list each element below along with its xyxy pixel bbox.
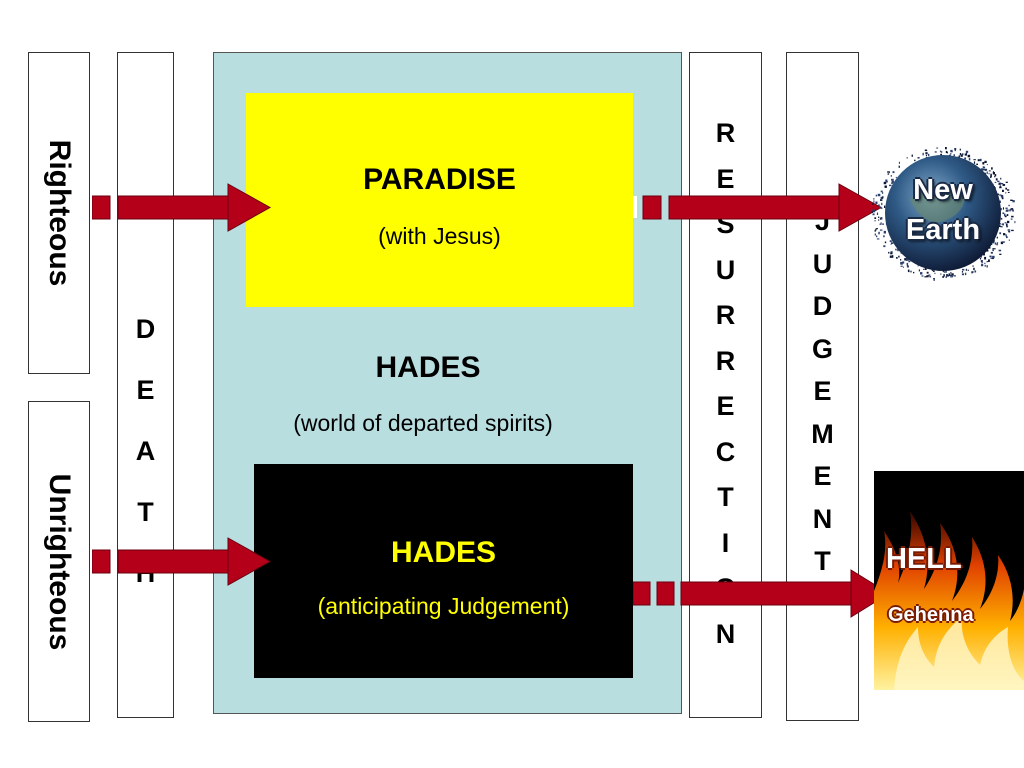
- judgement-letter: M: [811, 418, 834, 449]
- judgement-letter: E: [813, 461, 832, 491]
- hades-title: HADES: [375, 351, 481, 384]
- judgement-letter: T: [814, 546, 831, 576]
- paradise-title: PARADISE: [363, 163, 516, 196]
- paradise-new-earth-arrow: [633, 182, 883, 232]
- hell-title: HELL: [886, 543, 962, 575]
- righteous-label: Righteous: [43, 139, 76, 287]
- resurrection-letter: U: [715, 254, 736, 285]
- righteous-box: Righteous: [28, 52, 90, 374]
- earth-globe-icon: New Earth: [862, 140, 1024, 286]
- hades-lower-subtitle: (anticipating Judgement): [317, 593, 570, 619]
- death-label: DEATH: [118, 299, 173, 604]
- resurrection-letter: E: [716, 163, 735, 194]
- death-letter: T: [137, 497, 154, 527]
- righteous-death-arrow: [92, 182, 272, 232]
- resurrection-letter: C: [715, 436, 736, 467]
- resurrection-box: RESURRECTION: [689, 52, 762, 718]
- hell-box: HELL Gehenna: [874, 471, 1024, 690]
- resurrection-letter: E: [716, 391, 735, 421]
- new-earth-line1: New: [913, 174, 973, 206]
- resurrection-letter: T: [717, 482, 734, 512]
- resurrection-letter: I: [721, 527, 730, 558]
- death-letter: E: [136, 375, 155, 405]
- unrighteous-death-arrow: [92, 536, 272, 586]
- resurrection-letter: N: [715, 618, 736, 649]
- unrighteous-label: Unrighteous: [43, 473, 76, 650]
- hades-subtitle: (world of departed spirits): [293, 410, 553, 436]
- death-letter: D: [135, 314, 156, 344]
- new-earth-line2: Earth: [905, 214, 981, 246]
- paradise-subtitle: (with Jesus): [378, 223, 501, 249]
- resurrection-letter: R: [715, 118, 736, 148]
- judgement-letter: E: [813, 376, 832, 406]
- death-box: DEATH: [117, 52, 174, 718]
- resurrection-letter: R: [715, 345, 736, 376]
- hell-subtitle: Gehenna: [888, 604, 974, 626]
- unrighteous-box: Unrighteous: [28, 401, 90, 722]
- hades-hell-arrow: [633, 569, 893, 619]
- judgement-letter: G: [811, 333, 833, 364]
- hades-lower-title: HADES: [390, 536, 496, 569]
- judgement-letter: N: [812, 503, 833, 534]
- paradise-box: PARADISE (with Jesus): [246, 93, 633, 307]
- death-letter: A: [135, 436, 156, 466]
- fire-icon: [874, 511, 1024, 690]
- resurrection-letter: R: [715, 300, 736, 330]
- judgement-letter: D: [812, 291, 833, 321]
- judgement-letter: U: [812, 248, 833, 279]
- hades-lower-box: HADES (anticipating Judgement): [254, 464, 633, 678]
